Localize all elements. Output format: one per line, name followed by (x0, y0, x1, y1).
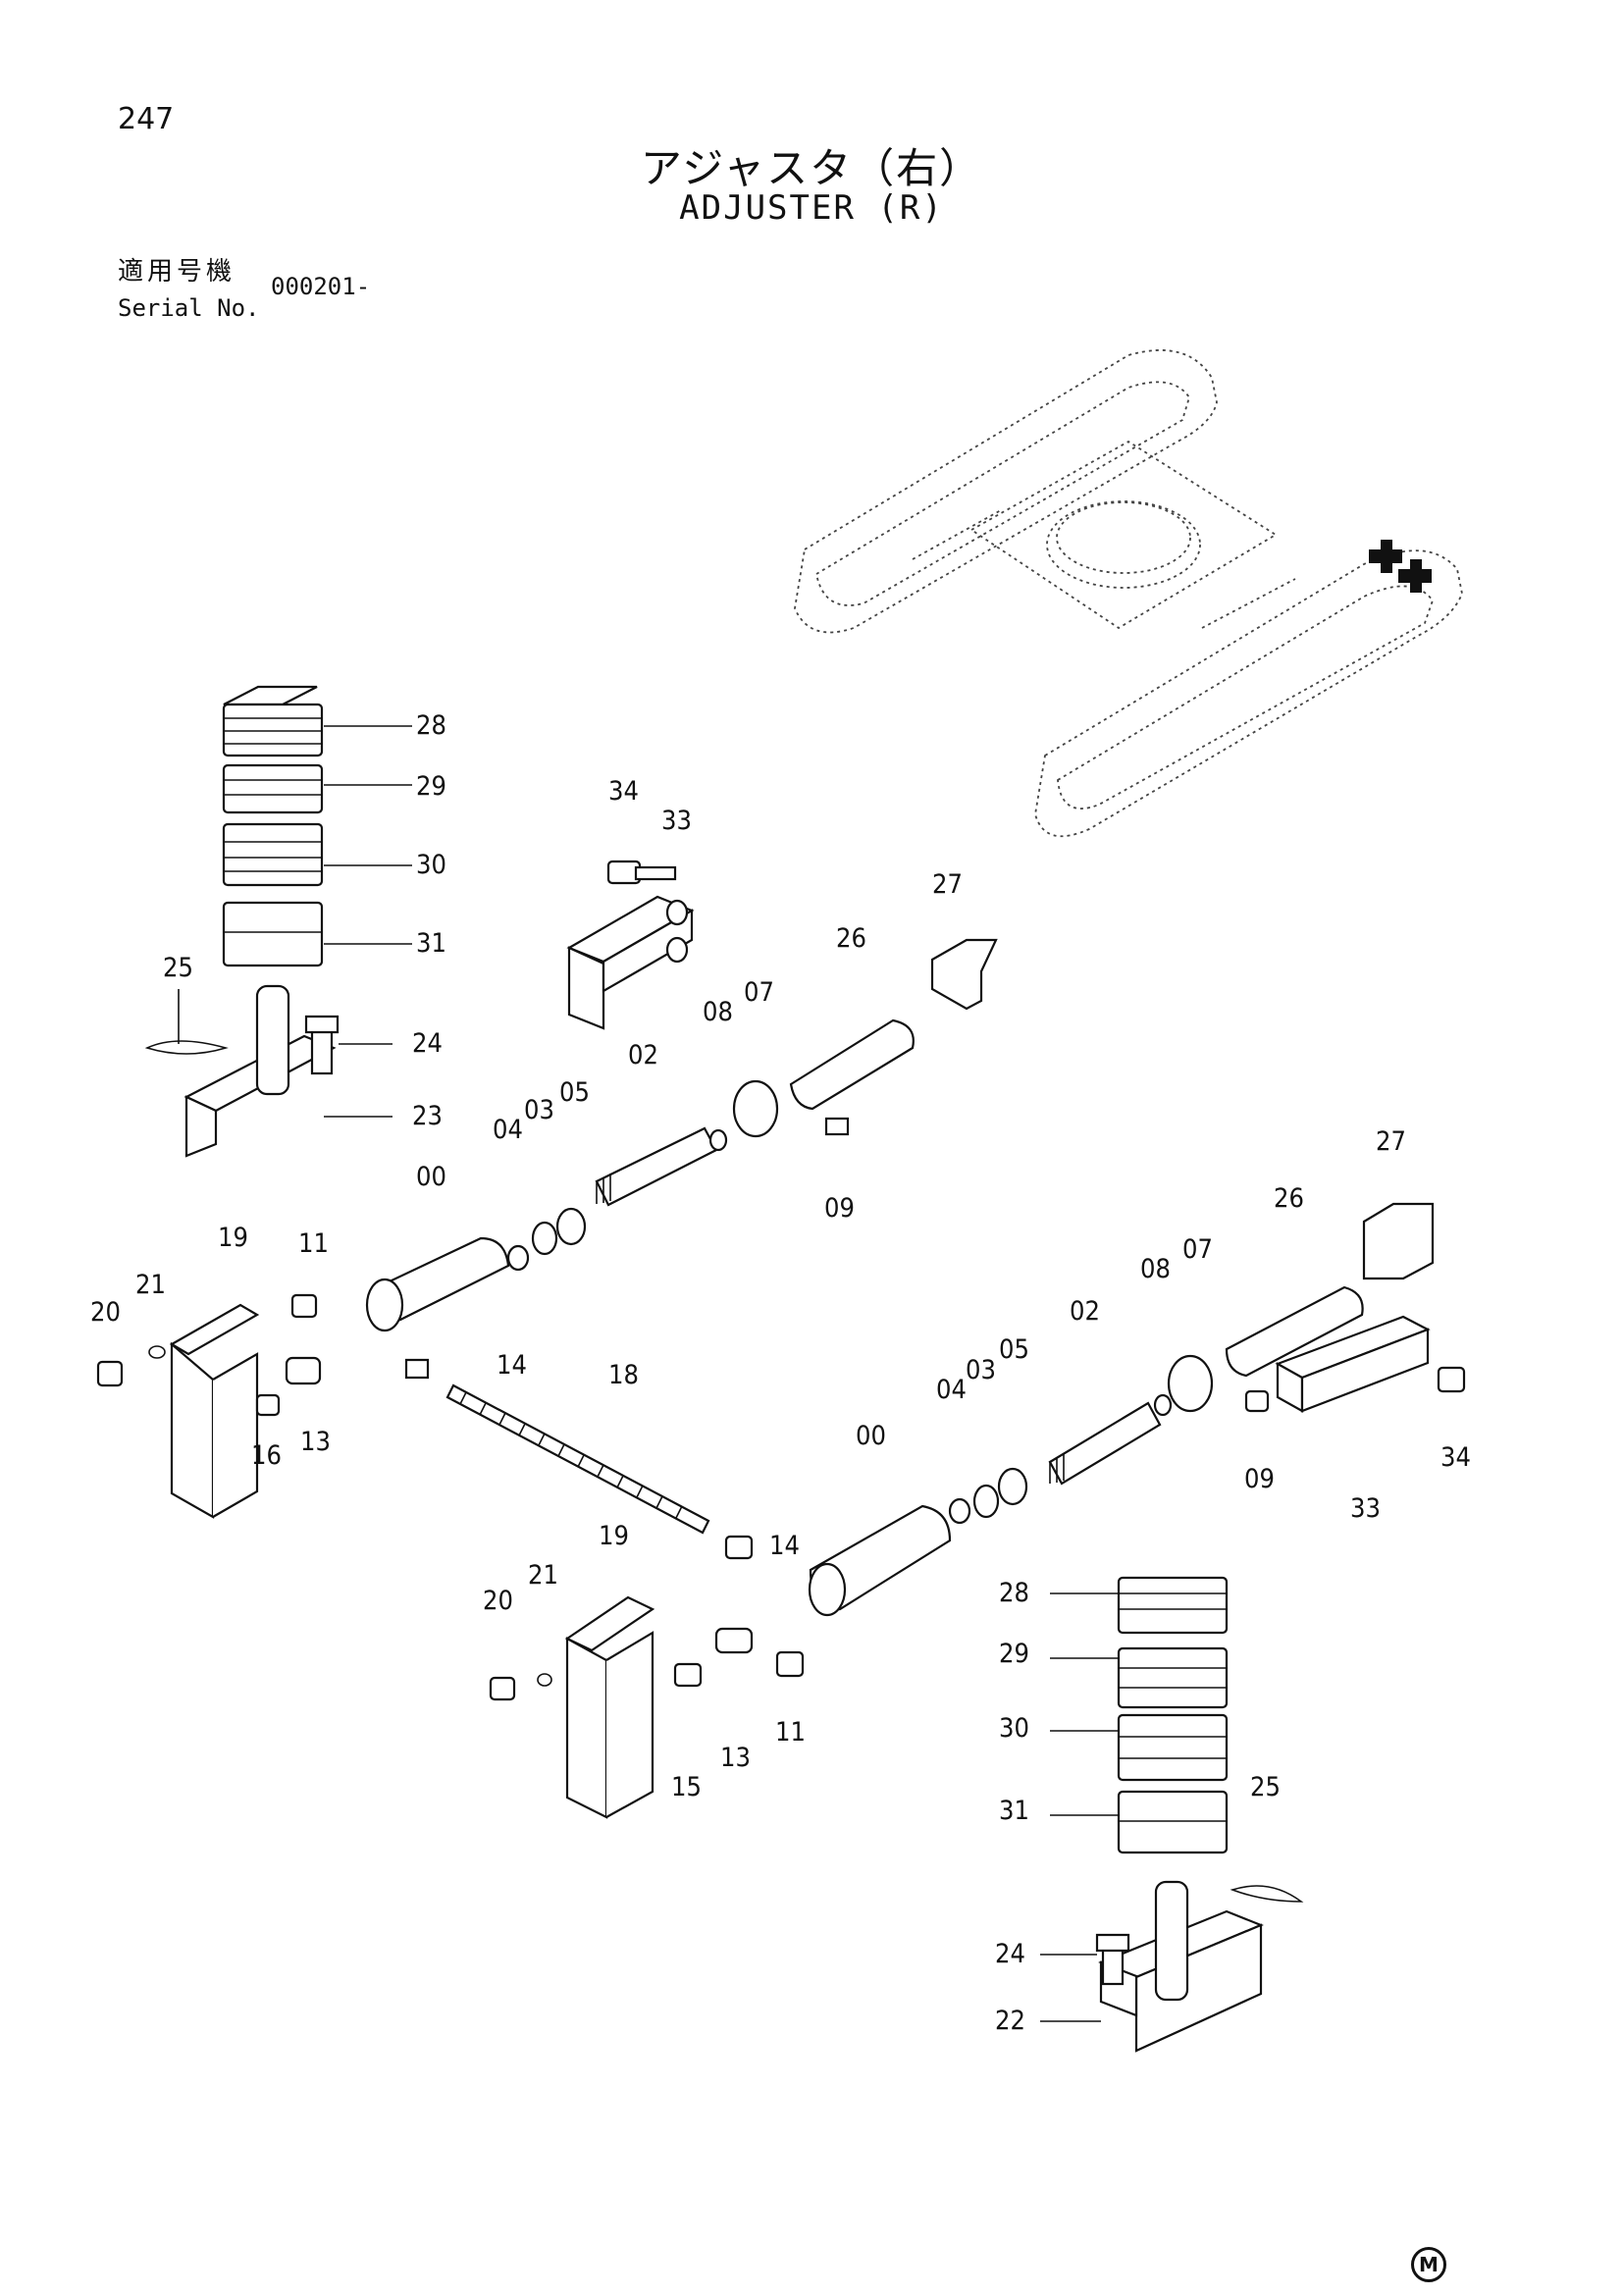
callout-00: 00 (416, 1162, 446, 1192)
callout-08: 08 (703, 997, 733, 1027)
shim-stack-right (1050, 1576, 1229, 1854)
callout-04: 04 (936, 1375, 967, 1405)
callout-29: 29 (416, 771, 446, 802)
pin-bracket-left (144, 984, 393, 1158)
callout-05: 05 (999, 1334, 1029, 1365)
callout-28: 28 (999, 1578, 1029, 1608)
serial-label-japanese: 適用号機 (118, 257, 236, 287)
callout-28: 28 (416, 710, 446, 741)
callout-19: 19 (599, 1521, 629, 1551)
callout-25: 25 (1250, 1772, 1281, 1802)
callout-16: 16 (251, 1440, 282, 1471)
callout-29: 29 (999, 1639, 1029, 1669)
callout-05: 05 (559, 1077, 590, 1108)
callout-33: 33 (661, 806, 692, 836)
callout-03: 03 (524, 1095, 554, 1125)
callout-19: 19 (218, 1223, 248, 1253)
cylinder-assembly-lower (808, 1202, 1466, 1617)
bracket-upper (566, 860, 695, 1030)
callout-22: 22 (995, 2006, 1025, 2036)
callout-07: 07 (1182, 1234, 1213, 1265)
callout-13: 13 (300, 1427, 331, 1457)
callout-14: 14 (769, 1531, 800, 1561)
callout-26: 26 (836, 923, 866, 954)
serial-label-english: Serial No. (118, 294, 260, 322)
callout-11: 11 (775, 1717, 806, 1748)
title-japanese: アジャスタ（右） (640, 144, 983, 192)
callout-25: 25 (163, 953, 193, 983)
callout-02: 02 (628, 1040, 658, 1070)
callout-14: 14 (497, 1350, 527, 1381)
callout-13: 13 (720, 1743, 751, 1773)
callout-30: 30 (999, 1713, 1029, 1744)
page-number: 247 (118, 102, 175, 136)
callout-07: 07 (744, 977, 774, 1008)
cylinder-assembly-upper (365, 938, 998, 1332)
serial-number-value: 000201- (271, 273, 371, 300)
callout-08: 08 (1140, 1254, 1171, 1284)
callout-20: 20 (90, 1297, 121, 1328)
callout-33: 33 (1350, 1493, 1381, 1524)
shim-stack-left (222, 685, 412, 967)
callout-00: 00 (856, 1421, 886, 1451)
title-english: ADJUSTER (R) (679, 188, 944, 228)
callout-09: 09 (1244, 1464, 1275, 1494)
plate-lower (489, 1595, 805, 1819)
undercarriage-overview (794, 349, 1463, 838)
callout-18: 18 (608, 1360, 639, 1390)
callout-21: 21 (528, 1560, 558, 1591)
callout-09: 09 (824, 1193, 855, 1224)
callout-20: 20 (483, 1586, 513, 1616)
plate-left (96, 1293, 430, 1519)
callout-27: 27 (1376, 1126, 1406, 1157)
callout-02: 02 (1070, 1296, 1100, 1327)
callout-04: 04 (493, 1115, 523, 1145)
callout-31: 31 (416, 928, 446, 959)
callout-24: 24 (995, 1939, 1025, 1969)
callout-31: 31 (999, 1796, 1029, 1826)
callout-24: 24 (412, 1028, 443, 1059)
callout-26: 26 (1274, 1183, 1304, 1214)
callout-34: 34 (608, 776, 639, 807)
grease-hose (445, 1383, 754, 1560)
callout-21: 21 (135, 1270, 166, 1300)
callout-03: 03 (966, 1355, 996, 1385)
callout-15: 15 (671, 1772, 702, 1802)
callout-34: 34 (1440, 1442, 1471, 1473)
callout-27: 27 (932, 869, 963, 900)
callout-11: 11 (298, 1228, 329, 1259)
pin-bracket-right (1040, 1880, 1304, 2053)
callout-23: 23 (412, 1101, 443, 1131)
callout-30: 30 (416, 850, 446, 880)
manufacturer-mark: M (1411, 2247, 1446, 2282)
